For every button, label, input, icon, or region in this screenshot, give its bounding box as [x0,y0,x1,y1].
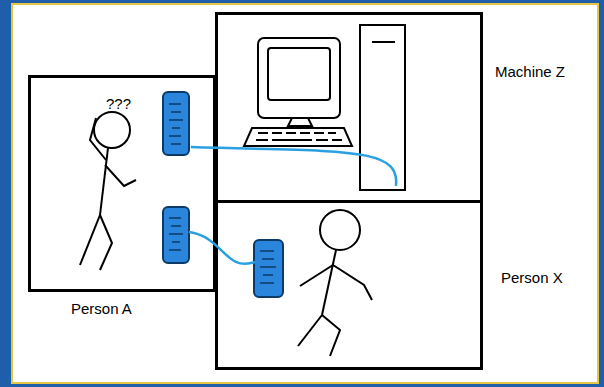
cable-line [191,147,396,186]
terminal-icon [163,92,189,155]
box-label: Person A [71,300,132,318]
frame-box: Person A??? [28,75,216,292]
terminal-icon [254,240,283,297]
frame-box: Person X [215,200,483,370]
computer-icon [244,25,405,190]
frame-box: Machine Z [215,12,483,203]
box-label: Person X [501,269,563,287]
stick-figure [80,112,136,270]
cable-line [189,232,255,264]
thought-text: ??? [106,95,131,113]
terminal-icon [163,207,189,263]
box-label: Machine Z [495,63,565,81]
stick-figure [298,210,372,356]
frame [12,4,598,383]
